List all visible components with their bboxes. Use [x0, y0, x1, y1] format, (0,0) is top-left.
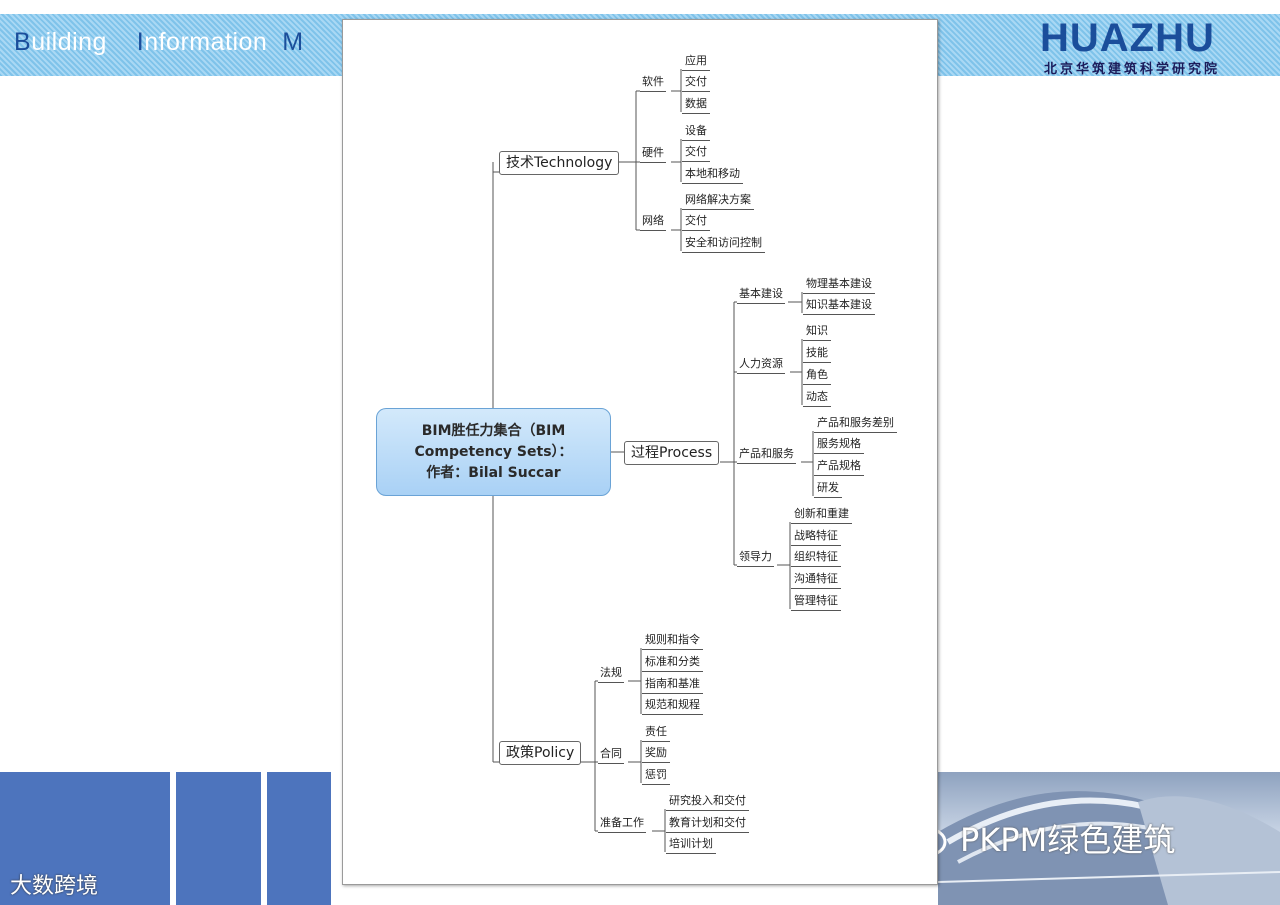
branch-policy: 政策Policy — [499, 741, 582, 765]
title-letter-m: M — [282, 28, 304, 56]
group-products-services: 产品和服务 — [737, 447, 796, 464]
leaf-service-specs: 服务规格 — [814, 437, 864, 454]
group-contracts: 合同 — [598, 747, 624, 764]
leaf-hardware-delivery: 交付 — [682, 145, 710, 162]
leaf-penalties: 惩罚 — [642, 768, 670, 785]
leaf-product-specs: 产品规格 — [814, 459, 864, 476]
group-network: 网络 — [640, 214, 666, 231]
root-line-2: Competency Sets）： — [414, 444, 573, 460]
leaf-education-programs: 教育计划和交付 — [666, 816, 749, 833]
branch-process: 过程Process — [624, 441, 720, 465]
leaf-research-investment: 研究投入和交付 — [666, 794, 749, 811]
leaf-management-traits: 管理特征 — [791, 594, 841, 611]
title-word-building: uilding — [31, 28, 137, 56]
title-word-information: nformation — [144, 28, 283, 56]
root-node: BIM胜任力集合（BIM Competency Sets）： 作者：Bilal … — [376, 408, 611, 496]
leaf-training-programs: 培训计划 — [666, 837, 716, 854]
leaf-knowledge-infrastructure: 知识基本建设 — [803, 298, 875, 315]
root-line-1: BIM胜任力集合（BIM — [421, 423, 566, 439]
leaf-standards-classification: 标准和分类 — [642, 655, 703, 672]
footer-block-3 — [267, 772, 331, 905]
leaf-product-service-differentiation: 产品和服务差别 — [814, 416, 897, 433]
leaf-guides-benchmarks: 指南和基准 — [642, 677, 703, 694]
group-hardware: 硬件 — [640, 146, 666, 163]
footer-block-1 — [0, 772, 170, 905]
logo-subtitle: 北京华筑建筑科学研究院 — [1044, 62, 1221, 77]
leaf-hr-skills: 技能 — [803, 346, 831, 363]
leaf-communication-traits: 沟通特征 — [791, 572, 841, 589]
leaf-network-delivery: 交付 — [682, 214, 710, 231]
leaf-codes-procedures: 规范和规程 — [642, 698, 703, 715]
leaf-rewards: 奖励 — [642, 746, 670, 763]
leaf-hardware-equipment: 设备 — [682, 124, 710, 141]
group-regulations: 法规 — [598, 666, 624, 683]
wechat-account-label: PKPM绿色建筑 — [960, 821, 1176, 859]
leaf-network-security: 安全和访问控制 — [682, 236, 765, 253]
root-line-3: 作者：Bilal Succar — [426, 465, 561, 481]
leaf-responsibility: 责任 — [642, 725, 670, 742]
leaf-innovation-renewal: 创新和重建 — [791, 507, 852, 524]
branch-technology: 技术Technology — [499, 151, 620, 175]
leaf-software-data: 数据 — [682, 97, 710, 114]
title-letter-i: I — [136, 28, 145, 56]
title-letter-b: B — [14, 28, 32, 56]
footer-block-2 — [176, 772, 261, 905]
header-title: Building Information M — [14, 28, 304, 57]
group-preparation: 准备工作 — [598, 816, 646, 833]
leaf-hardware-local-mobile: 本地和移动 — [682, 167, 743, 184]
leaf-physical-infrastructure: 物理基本建设 — [803, 277, 875, 294]
watermark-text: 大数跨境 — [10, 874, 99, 899]
leaf-rules-directives: 规则和指令 — [642, 633, 703, 650]
leaf-hr-knowledge: 知识 — [803, 324, 831, 341]
leaf-research-development: 研发 — [814, 481, 842, 498]
leaf-software-delivery: 交付 — [682, 75, 710, 92]
group-leadership: 领导力 — [737, 550, 774, 567]
stadium-photo — [938, 772, 1280, 905]
leaf-strategic-traits: 战略特征 — [791, 529, 841, 546]
leaf-hr-roles: 角色 — [803, 368, 831, 385]
group-infrastructure: 基本建设 — [737, 287, 785, 304]
leaf-organizational-traits: 组织特征 — [791, 550, 841, 567]
leaf-network-solutions: 网络解决方案 — [682, 193, 754, 210]
group-software: 软件 — [640, 75, 666, 92]
huazhu-logo: HUAZHU 北京华筑建筑科学研究院 — [1040, 16, 1266, 77]
leaf-software-application: 应用 — [682, 54, 710, 71]
logo-text: HUAZHU — [1040, 16, 1215, 60]
group-human-resources: 人力资源 — [737, 357, 785, 374]
leaf-hr-dynamics: 动态 — [803, 390, 831, 407]
